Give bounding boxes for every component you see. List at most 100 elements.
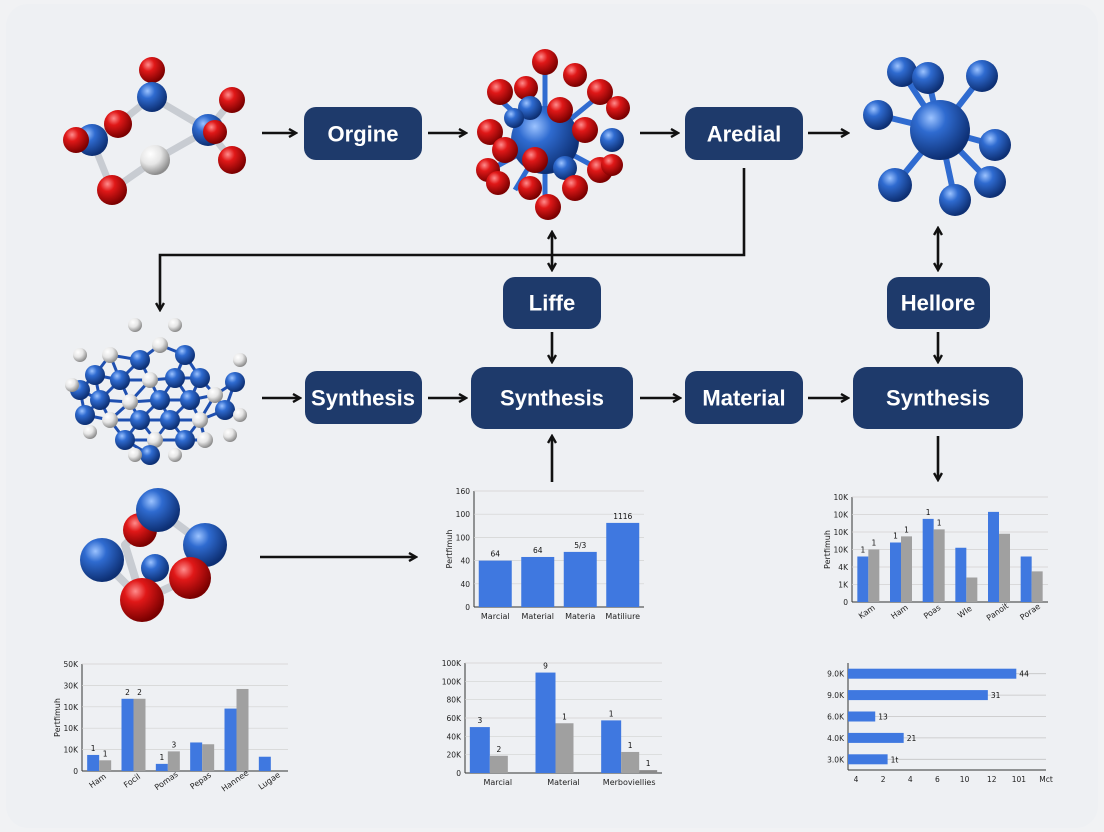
category-label: Poas xyxy=(922,603,942,621)
node-liffe[interactable]: Liffe xyxy=(503,277,601,329)
bar xyxy=(868,549,880,602)
category-label: Pepas xyxy=(188,770,213,791)
node-synthesis-left[interactable]: Synthesis xyxy=(305,371,422,424)
bar xyxy=(606,522,640,607)
y-tick-label: 10K xyxy=(834,511,850,520)
data-label: 2 xyxy=(137,688,142,697)
lattice-atom xyxy=(130,350,150,370)
y-tick-label: 100K xyxy=(442,659,462,668)
bar xyxy=(933,529,945,602)
bar xyxy=(601,720,622,773)
node-hellore[interactable]: Hellore xyxy=(887,277,990,329)
node-synthesis-left-label: Synthesis xyxy=(311,386,415,411)
bar xyxy=(521,556,555,607)
x-tick-label: 6 xyxy=(935,775,940,784)
category-label: Pomas xyxy=(153,770,180,792)
category-label: Ham xyxy=(889,603,910,621)
y-tick-label: 9.0K xyxy=(827,670,845,679)
lattice-atom xyxy=(197,432,213,448)
node-synthesis-center-label: Synthesis xyxy=(500,386,604,411)
y-tick-label: 60K xyxy=(447,714,463,723)
molecule-icon xyxy=(63,57,246,205)
lattice-atom xyxy=(140,445,160,465)
category-label: Wle xyxy=(956,604,974,620)
bar xyxy=(857,556,869,602)
data-label: 1 xyxy=(646,759,651,768)
data-label: 44 xyxy=(1019,670,1029,679)
lattice-atom xyxy=(130,410,150,430)
bar xyxy=(489,755,508,773)
y-tick-label: 3.0K xyxy=(827,755,845,764)
bar xyxy=(121,698,134,771)
data-label: 2 xyxy=(496,745,501,754)
node-hellore-label: Hellore xyxy=(901,291,976,316)
lattice-atom xyxy=(152,337,168,353)
data-label: 1t xyxy=(891,755,899,764)
x-tick-label: Mct xyxy=(1039,775,1053,784)
lattice-atom xyxy=(90,390,110,410)
y-tick-label: 10K xyxy=(64,703,80,712)
bar xyxy=(202,744,215,771)
lattice-atom xyxy=(150,390,170,410)
y-axis-label: Pertfimuh xyxy=(823,530,832,569)
category-label: Lugae xyxy=(257,770,282,791)
x-tick-label: 101 xyxy=(1012,775,1027,784)
data-label: 13 xyxy=(878,713,888,722)
y-tick-label: 10K xyxy=(834,493,850,502)
category-label: Material xyxy=(547,778,580,787)
lattice-atom xyxy=(128,318,142,332)
data-label: 2 xyxy=(125,688,130,697)
node-synthesis-center[interactable]: Synthesis xyxy=(471,367,633,429)
lattice-atom xyxy=(128,448,142,462)
data-label: 1 xyxy=(904,525,909,534)
category-label: Merboviellies xyxy=(603,778,656,787)
bar-chart-center-bottom: 100K100K80K60K40K20K032Marcial91Material… xyxy=(442,659,662,787)
lattice-atom xyxy=(115,430,135,450)
category-label: Materia xyxy=(565,612,595,621)
category-label: Marcial xyxy=(481,612,510,621)
data-label: 1 xyxy=(628,741,633,750)
lattice-atom xyxy=(215,400,235,420)
data-label: 1 xyxy=(103,749,108,758)
data-label: 1 xyxy=(562,712,567,721)
bar xyxy=(848,711,876,722)
node-material[interactable]: Material xyxy=(685,371,803,424)
data-label: 64 xyxy=(533,546,543,555)
bar xyxy=(258,756,271,771)
lattice-atom xyxy=(160,410,180,430)
data-label: 9 xyxy=(543,662,548,671)
lattice-atom xyxy=(147,432,163,448)
category-label: Porae xyxy=(1018,602,1042,622)
data-label: 1116 xyxy=(613,512,632,521)
node-orgine[interactable]: Orgine xyxy=(304,107,422,160)
connector-arrows xyxy=(160,133,938,557)
node-aredial-label: Aredial xyxy=(707,122,782,147)
category-label: Focil xyxy=(122,772,142,790)
node-aredial[interactable]: Aredial xyxy=(685,107,803,160)
lattice-atom xyxy=(110,370,130,390)
bar xyxy=(901,536,912,602)
bar xyxy=(190,742,203,771)
data-label: 31 xyxy=(991,691,1001,700)
lattice-atom xyxy=(85,365,105,385)
x-tick-label: 2 xyxy=(881,775,886,784)
data-label: 64 xyxy=(490,550,500,559)
bar xyxy=(535,672,556,773)
data-label: 1 xyxy=(609,709,614,718)
lattice-atom xyxy=(75,405,95,425)
y-tick-label: 100 xyxy=(456,533,471,542)
lattice-atom xyxy=(102,412,118,428)
data-label: 3 xyxy=(477,716,482,725)
lattice-atom xyxy=(168,318,182,332)
data-label: 1 xyxy=(893,532,898,541)
star-molecule-icon xyxy=(863,57,1011,216)
node-synthesis-right[interactable]: Synthesis xyxy=(853,367,1023,429)
bar xyxy=(155,763,168,771)
y-axis-label: Pertfimuh xyxy=(53,698,62,737)
y-tick-label: 4.0K xyxy=(827,734,845,743)
bar xyxy=(478,560,512,607)
